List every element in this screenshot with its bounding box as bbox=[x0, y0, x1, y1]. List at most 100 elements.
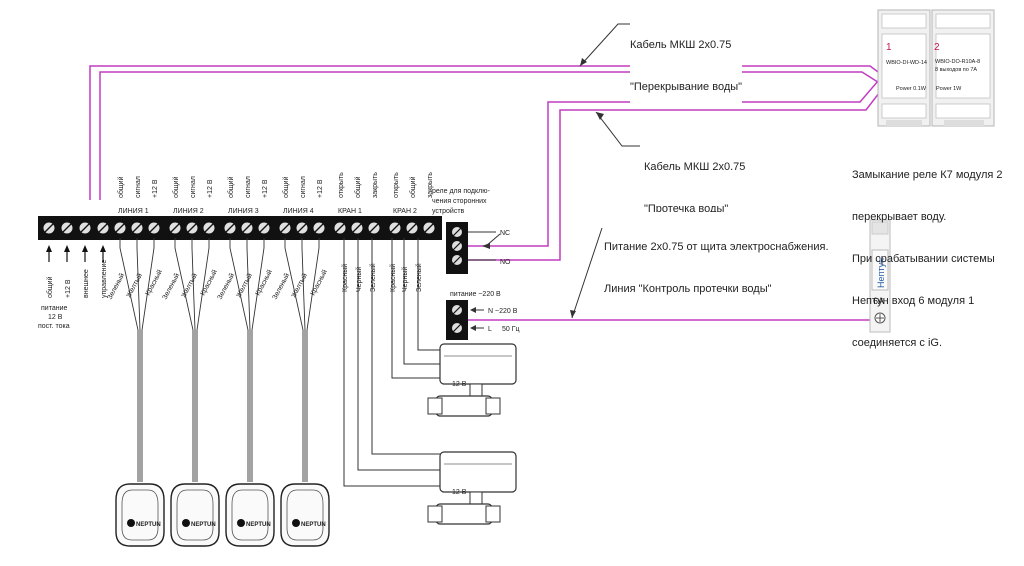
relay-note: Замыкание реле К7 модуля 2 перекрывает в… bbox=[852, 140, 1003, 364]
sensor-brand-label: NEPTUN bbox=[246, 522, 271, 528]
terminal-label: сигнал bbox=[190, 176, 197, 198]
breaker-brand: Нептун bbox=[876, 258, 886, 288]
power-callout: Питание 2х0.75 от щита электроснабжения.… bbox=[604, 212, 829, 310]
module-2-desc: 8 выходов по 7А bbox=[935, 67, 977, 73]
cable-callout-shutoff-line1: Кабель МКШ 2х0.75 bbox=[630, 39, 732, 51]
terminal-label: общий bbox=[282, 176, 290, 198]
module-1-model: WBIO-DI-WD-14 bbox=[886, 60, 927, 66]
terminal-label: сигнал bbox=[135, 176, 142, 198]
mains-title: питание ~220 В bbox=[450, 291, 501, 298]
leak-sensor: NEPTUN bbox=[225, 483, 275, 547]
power-input-arrows bbox=[46, 245, 106, 262]
callout-leader-1 bbox=[579, 23, 630, 67]
terminal-screw bbox=[185, 221, 199, 235]
terminal-screw bbox=[130, 221, 144, 235]
relay-note-line-3: При срабатывании системы bbox=[852, 253, 995, 265]
terminal-label: +12 В bbox=[152, 179, 159, 198]
module-1-number: 1 bbox=[886, 42, 892, 53]
power-callout-line2: Линия "Контроль протечки воды" bbox=[604, 283, 772, 295]
valve-wire-label: Красный bbox=[389, 264, 397, 292]
sensor-brand-label: NEPTUN bbox=[136, 522, 161, 528]
terminal-group-label: ЛИНИЯ 2 bbox=[173, 208, 204, 215]
terminal-label: открыть bbox=[393, 172, 400, 198]
terminal-screw bbox=[350, 221, 364, 235]
terminal-group-label: КРАН 2 bbox=[393, 208, 417, 215]
cable-callout-shutoff-line2: "Перекрывание воды" bbox=[630, 81, 743, 93]
motorized-valves bbox=[427, 343, 517, 525]
din-module-2 bbox=[931, 9, 995, 127]
valve-wire-label: Зеленый bbox=[415, 263, 423, 292]
terminal-group-label: ЛИНИЯ 3 bbox=[228, 208, 259, 215]
power-terminal-screw bbox=[78, 221, 92, 235]
valve-wire-label: Зеленый bbox=[369, 263, 377, 292]
valve-2-voltage: 12 В bbox=[452, 489, 467, 496]
module-2-model: WBIO-DO-R10A-8 bbox=[935, 59, 980, 65]
leak-sensors: NEPTUN NEPTUN NEPTUN NEPTUN bbox=[115, 483, 330, 547]
sensor-brand-label: NEPTUN bbox=[191, 522, 216, 528]
terminal-screw bbox=[405, 221, 419, 235]
terminal-screw bbox=[240, 221, 254, 235]
terminal-screw bbox=[168, 221, 182, 235]
mains-l-label: L bbox=[488, 326, 492, 333]
power-terminal-label: +12 В bbox=[65, 279, 72, 298]
sensor-wire-label: Зеленый bbox=[161, 272, 182, 301]
terminal-group-label: КРАН 1 bbox=[338, 208, 362, 215]
sensor-wire-label: Желтый bbox=[235, 272, 254, 299]
mains-n-label: N ~220 В bbox=[488, 308, 518, 315]
valve-wire-label: Черный bbox=[355, 267, 363, 292]
terminal-screw bbox=[278, 221, 292, 235]
motorized-valve bbox=[427, 451, 517, 525]
terminal-screw bbox=[113, 221, 127, 235]
terminal-screw bbox=[388, 221, 402, 235]
leak-sensor: NEPTUN bbox=[115, 483, 165, 547]
terminal-screw bbox=[312, 221, 326, 235]
terminal-label: сигнал bbox=[245, 176, 252, 198]
sensor-wire-label: Красный bbox=[309, 268, 329, 297]
valve-wiring bbox=[343, 238, 440, 487]
terminal-screw bbox=[257, 221, 271, 235]
relay-note-line-2: перекрывает воду. bbox=[852, 211, 947, 223]
terminal-screw bbox=[333, 221, 347, 235]
mains-terminal-block bbox=[446, 300, 484, 340]
controller-terminal-block bbox=[38, 216, 442, 240]
relay-no-label: NO bbox=[500, 259, 511, 266]
terminal-screw bbox=[202, 221, 216, 235]
mains-freq-label: 50 Гц bbox=[502, 326, 520, 333]
circuit-breaker bbox=[869, 219, 891, 333]
power-terminal-screw bbox=[60, 221, 74, 235]
sensor-wire-label: Зеленый bbox=[271, 272, 292, 301]
terminal-label: сигнал bbox=[300, 176, 307, 198]
relay-terminal-block bbox=[446, 222, 501, 274]
sensor-brand-label: NEPTUN bbox=[301, 522, 326, 528]
cable-callout-leak-line1: Кабель МКШ 2х0.75 bbox=[644, 161, 746, 173]
callout-leader-2 bbox=[595, 111, 640, 147]
terminal-screw bbox=[422, 221, 436, 235]
power-terminal-screw bbox=[96, 221, 110, 235]
terminal-label: +12 В bbox=[207, 179, 214, 198]
module-2-power: Power 1W bbox=[936, 86, 962, 92]
terminal-label: общий bbox=[354, 176, 362, 198]
sensor-wire-label: Зеленый bbox=[216, 272, 237, 301]
relay-block-title-3: устройств bbox=[432, 207, 465, 215]
terminal-group-label: ЛИНИЯ 4 bbox=[283, 208, 314, 215]
module-1-power: Power 0.1W bbox=[896, 86, 927, 92]
relay-block-title-1: реле для подклю- bbox=[432, 188, 490, 195]
power-note-3: пост. тока bbox=[38, 323, 70, 330]
relay-note-line-5: соединяется с iG. bbox=[852, 337, 943, 349]
terminal-screw bbox=[223, 221, 237, 235]
terminal-screw bbox=[295, 221, 309, 235]
cable-flood-shutoff bbox=[89, 65, 931, 200]
module-2-number: 2 bbox=[934, 42, 940, 53]
valve-1-voltage: 12 В bbox=[452, 381, 467, 388]
sensor-wire-label: Красный bbox=[144, 268, 164, 297]
power-note-2: 12 В bbox=[48, 314, 63, 321]
terminal-label: общий bbox=[227, 176, 235, 198]
terminal-label: общий bbox=[409, 176, 417, 198]
leak-sensor: NEPTUN bbox=[280, 483, 330, 547]
valve-wire-label: Черный bbox=[401, 267, 409, 292]
power-note-1: питание bbox=[41, 305, 67, 312]
terminal-group-label: ЛИНИЯ 1 bbox=[118, 208, 149, 215]
power-terminal-label: внешнее bbox=[83, 269, 90, 298]
